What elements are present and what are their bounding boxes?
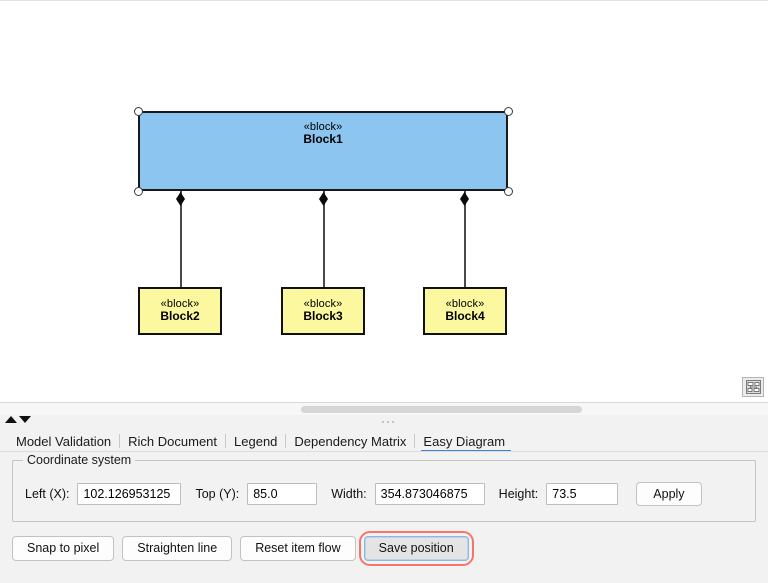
tab-label: Easy Diagram bbox=[423, 434, 506, 449]
width-input[interactable] bbox=[374, 483, 485, 505]
tab-easy-diagram[interactable]: Easy Diagram bbox=[415, 434, 513, 452]
diagram-node-block1[interactable]: «block» Block1 bbox=[138, 111, 508, 191]
node-labels-block3: «block» Block3 bbox=[303, 298, 342, 324]
left-x-label: Left (X): bbox=[25, 487, 70, 501]
easy-diagram-panel: Coordinate system Left (X): Top (Y): Wid… bbox=[0, 452, 768, 583]
triangle-down-icon[interactable] bbox=[19, 416, 31, 423]
edge-block1-block3 bbox=[323, 191, 325, 287]
node-name-block3: Block3 bbox=[303, 309, 343, 324]
coordinate-system-group: Coordinate system Left (X): Top (Y): Wid… bbox=[12, 453, 756, 522]
snap-to-pixel-wrap: Snap to pixel bbox=[12, 536, 115, 561]
reset-item-flow-wrap: Reset item flow bbox=[240, 536, 356, 561]
tab-label: Dependency Matrix bbox=[294, 434, 407, 449]
height-label: Height: bbox=[498, 487, 539, 501]
scrollbar-thumb[interactable] bbox=[301, 406, 582, 413]
diagram-node-block3[interactable]: «block» Block3 bbox=[281, 287, 365, 335]
grip-dot bbox=[392, 421, 394, 423]
composition-diamond-block2 bbox=[176, 192, 185, 206]
top-y-label: Top (Y): bbox=[195, 487, 240, 501]
node-stereotype-block3: «block» bbox=[303, 298, 343, 311]
node-stereotype-block4: «block» bbox=[445, 298, 485, 311]
grip-dots-icon[interactable] bbox=[382, 421, 394, 423]
tab-legend[interactable]: Legend bbox=[226, 434, 285, 452]
diagram-node-block4[interactable]: «block» Block4 bbox=[423, 287, 507, 335]
node-stereotype-block2: «block» bbox=[160, 298, 200, 311]
node-stereotype-block1: «block» bbox=[303, 121, 343, 133]
save-position-wrap: Save position bbox=[358, 531, 474, 566]
selection-handle-top-right[interactable] bbox=[504, 107, 513, 116]
node-labels-block4: «block» Block4 bbox=[445, 298, 484, 324]
node-name-block4: Block4 bbox=[445, 309, 485, 324]
left-x-input[interactable] bbox=[77, 483, 182, 505]
straighten-line-button[interactable]: Straighten line bbox=[122, 536, 233, 561]
diagram-canvas[interactable]: «block» Block1 «block» Block2 «block» Bl… bbox=[0, 0, 768, 403]
composition-diamond-block3 bbox=[319, 192, 328, 206]
selection-handle-bottom-left[interactable] bbox=[134, 187, 143, 196]
tab-dependency-matrix[interactable]: Dependency Matrix bbox=[286, 434, 414, 452]
node-name-block2: Block2 bbox=[160, 309, 200, 324]
tab-bar-baseline bbox=[0, 451, 768, 452]
triangle-up-icon[interactable] bbox=[5, 416, 17, 423]
save-position-button[interactable]: Save position bbox=[363, 536, 469, 561]
width-label: Width: bbox=[331, 487, 367, 501]
tab-separator bbox=[225, 434, 227, 448]
diagram-actions-row: Snap to pixel Straighten line Reset item… bbox=[12, 531, 756, 566]
selection-handle-bottom-right[interactable] bbox=[504, 187, 513, 196]
tab-rich-document[interactable]: Rich Document bbox=[120, 434, 225, 452]
node-name-block1: Block1 bbox=[303, 132, 343, 147]
height-input[interactable] bbox=[546, 483, 619, 505]
tab-separator bbox=[414, 434, 416, 448]
edge-block1-block4 bbox=[464, 191, 466, 287]
canvas-horizontal-scrollbar[interactable] bbox=[0, 403, 768, 415]
reset-item-flow-button[interactable]: Reset item flow bbox=[240, 536, 356, 561]
snap-to-pixel-button[interactable]: Snap to pixel bbox=[12, 536, 115, 561]
tab-label: Legend bbox=[234, 434, 278, 449]
coordinate-system-legend: Coordinate system bbox=[23, 453, 136, 467]
tab-model-validation[interactable]: Model Validation bbox=[8, 434, 119, 452]
splitter-arrows bbox=[5, 416, 31, 423]
grip-dot bbox=[382, 421, 384, 423]
apply-button[interactable]: Apply bbox=[636, 482, 702, 506]
diagram-node-block2[interactable]: «block» Block2 bbox=[138, 287, 222, 335]
active-tab-underline bbox=[421, 449, 512, 452]
top-y-input[interactable] bbox=[247, 483, 318, 505]
diagram-surface[interactable]: «block» Block1 «block» Block2 «block» Bl… bbox=[0, 0, 768, 402]
tab-separator bbox=[285, 434, 287, 448]
panel-splitter[interactable] bbox=[0, 415, 768, 429]
edge-block1-block2 bbox=[180, 191, 182, 287]
straighten-line-wrap: Straighten line bbox=[122, 536, 233, 561]
grip-dot bbox=[387, 421, 389, 423]
diagram-overview-button[interactable] bbox=[742, 377, 764, 397]
node-labels-block2: «block» Block2 bbox=[160, 298, 199, 324]
tab-label: Model Validation bbox=[16, 434, 112, 449]
coordinate-fields-row: Left (X): Top (Y): Width: Height: Apply bbox=[25, 482, 743, 506]
tab-separator bbox=[119, 434, 121, 448]
composition-diamond-block4 bbox=[460, 192, 469, 206]
diagram-overview-icon bbox=[745, 380, 761, 394]
selection-handle-top-left[interactable] bbox=[134, 107, 143, 116]
tab-label: Rich Document bbox=[128, 434, 218, 449]
bottom-tab-bar: Model Validation Rich Document Legend De… bbox=[0, 429, 768, 452]
